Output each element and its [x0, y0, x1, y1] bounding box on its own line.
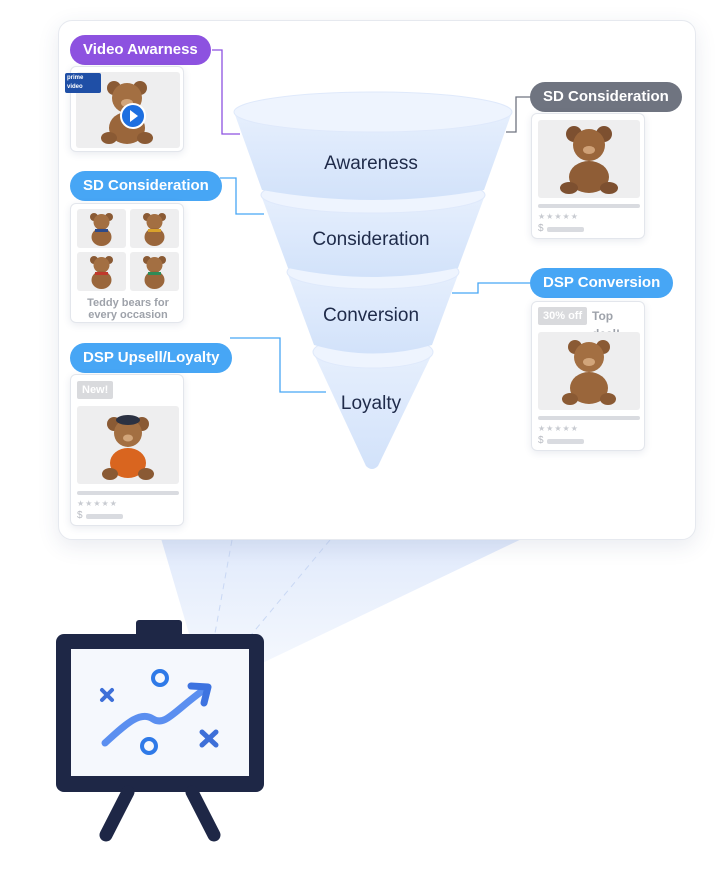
dsp-product-card: 30% off Top deal! ★★★★★ $	[531, 301, 645, 451]
teddy-bear-icon	[143, 256, 166, 289]
title-placeholder	[77, 491, 179, 495]
stage-label-awareness: Awareness	[324, 153, 418, 174]
teddy-bear-icon	[562, 340, 616, 405]
title-placeholder	[538, 416, 640, 420]
stage-label-conversion: Conversion	[322, 305, 420, 326]
teddy-bear-icon	[90, 213, 113, 246]
teddy-bear-icon	[102, 415, 154, 480]
currency-symbol: $	[538, 223, 544, 234]
price-placeholder	[86, 514, 123, 519]
sd-product-card: ★★★★★ $	[531, 113, 645, 239]
prime-video-badge: prime video	[65, 73, 101, 93]
video-awareness-label: Video Awarness	[70, 35, 211, 65]
new-tag: New!	[77, 381, 114, 399]
cross-marker-icon	[100, 688, 114, 702]
teddy-bear-image	[538, 120, 640, 198]
price-placeholder	[547, 439, 584, 444]
teddy-bear-image	[77, 406, 179, 484]
stage-label-consideration: Consideration	[312, 229, 430, 250]
teddy-bear-icon	[560, 126, 618, 194]
rating-stars: ★★★★★	[538, 212, 579, 221]
price-placeholder	[547, 227, 584, 232]
circle-marker-icon	[140, 737, 158, 755]
sd-consideration-left-label: SD Consideration	[70, 171, 222, 201]
play-button[interactable]	[120, 103, 146, 129]
trend-arrow-icon	[101, 682, 212, 747]
discount-tag: 30% off	[538, 307, 588, 325]
dsp-conversion-label: DSP Conversion	[530, 268, 674, 298]
grid-item-2	[130, 209, 179, 248]
circle-marker-icon	[151, 669, 169, 687]
title-placeholder	[538, 204, 640, 208]
teddy-bear-icon	[143, 213, 166, 246]
product-grid-card: Teddy bears for every occasion	[70, 203, 184, 323]
stage-label-loyalty: Loyalty	[340, 393, 402, 414]
currency-symbol: $	[538, 435, 544, 446]
rating-stars: ★★★★★	[77, 499, 118, 508]
grid-caption-line1: Teddy bears for	[87, 297, 169, 309]
video-ad-card: prime video	[65, 66, 184, 152]
grid-caption-line2: every occasion	[88, 309, 168, 321]
presentation-board-icon	[56, 620, 264, 842]
currency-symbol: $	[77, 510, 83, 521]
cross-marker-icon	[199, 729, 219, 748]
grid-item-1	[77, 209, 126, 248]
grid-item-4	[130, 252, 179, 291]
rating-stars: ★★★★★	[538, 424, 579, 433]
grid-item-3	[77, 252, 126, 291]
teddy-bear-icon	[90, 256, 113, 289]
sd-consideration-right-label: SD Consideration	[530, 82, 682, 112]
teddy-bear-image	[538, 332, 640, 410]
dsp-upsell-label: DSP Upsell/Loyalty	[70, 343, 233, 373]
upsell-product-card: New! ★★★★★ $	[70, 374, 184, 526]
